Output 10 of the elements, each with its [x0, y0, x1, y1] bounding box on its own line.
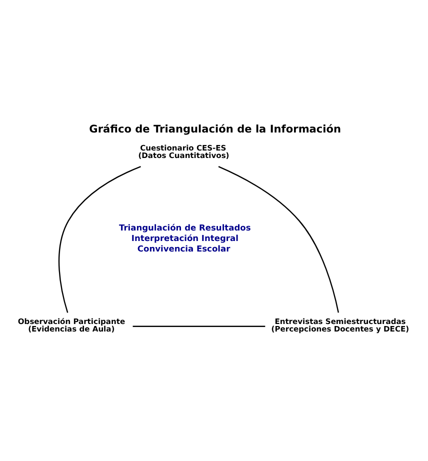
connector	[218, 166, 339, 312]
connector	[58, 166, 141, 312]
node-text: Entrevistas Semiestructuradas (Percepciones Docentes y DECE)	[271, 316, 410, 334]
diagram-title: Gráfico de Triangulación de la Información	[89, 123, 342, 136]
label: Triangulación de Resultados	[118, 222, 251, 232]
node-text: Observación Participante (Evidencias de Aula)	[18, 316, 126, 334]
label: Convivencia Escolar	[137, 243, 230, 254]
label: Interpretación Integral	[131, 232, 238, 243]
connector	[132, 325, 266, 326]
node-text: Cuestionario CES-ES (Datos Cuantitativos)	[138, 143, 230, 160]
